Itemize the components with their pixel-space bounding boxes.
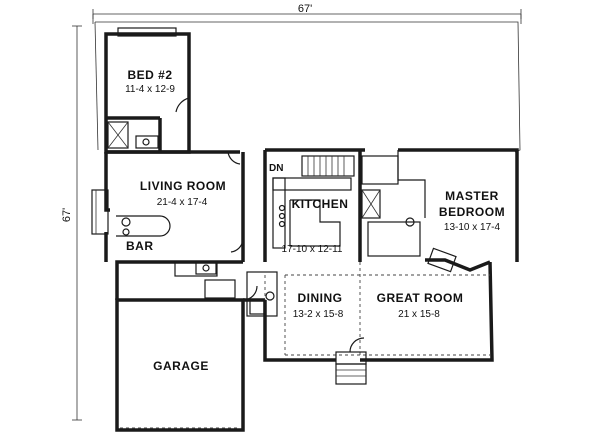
dining-dims: 13-2 x 15-8: [293, 309, 344, 320]
width-dimension-line: [92, 9, 522, 24]
depth-dimension-line: [72, 25, 82, 421]
master-name-line2: BEDROOM: [439, 205, 505, 219]
range-burners: [278, 204, 286, 228]
bed2-window: [117, 27, 177, 37]
master-entry-bay: [425, 247, 491, 273]
garage-name: GARAGE: [153, 359, 209, 373]
roof-outline-left: [94, 21, 99, 151]
bed2-door-swing: [175, 97, 190, 113]
master-name-line1: MASTER: [445, 189, 499, 203]
toilet: [142, 138, 150, 146]
master-bath: [361, 150, 426, 257]
closet-bath: [246, 271, 278, 317]
shower: [107, 121, 129, 149]
master-dims: 13-10 x 17-4: [444, 222, 501, 233]
bed2-name: BED #2: [127, 68, 172, 82]
living-bay-window: [91, 189, 109, 235]
kitchen-walls: [263, 150, 362, 262]
great-dims: 21 x 15-8: [398, 309, 440, 320]
living-dims: 21-4 x 17-4: [157, 197, 208, 208]
dining-great-walls: [264, 262, 490, 356]
stair: [301, 155, 355, 177]
bar-counter: [116, 215, 171, 237]
kitchen-dims: 17-10 x 12-11: [282, 244, 343, 255]
utility-area: [174, 261, 236, 299]
kitchen-name: KITCHEN: [292, 197, 349, 211]
depth-dimension-label: 67': [61, 208, 73, 222]
door-swings: [227, 151, 258, 301]
dining-name: DINING: [298, 291, 343, 305]
stair-down-label: DN: [269, 163, 283, 174]
width-dimension-label: 67': [298, 3, 312, 15]
front-entry: [335, 337, 367, 385]
bath-vanity: [135, 135, 159, 149]
bar-name: BAR: [126, 239, 154, 253]
main-walls: [104, 148, 519, 362]
great-name: GREAT ROOM: [377, 291, 464, 305]
bed2-dims: 11-4 x 12-9: [125, 84, 175, 95]
living-name: LIVING ROOM: [140, 179, 226, 193]
